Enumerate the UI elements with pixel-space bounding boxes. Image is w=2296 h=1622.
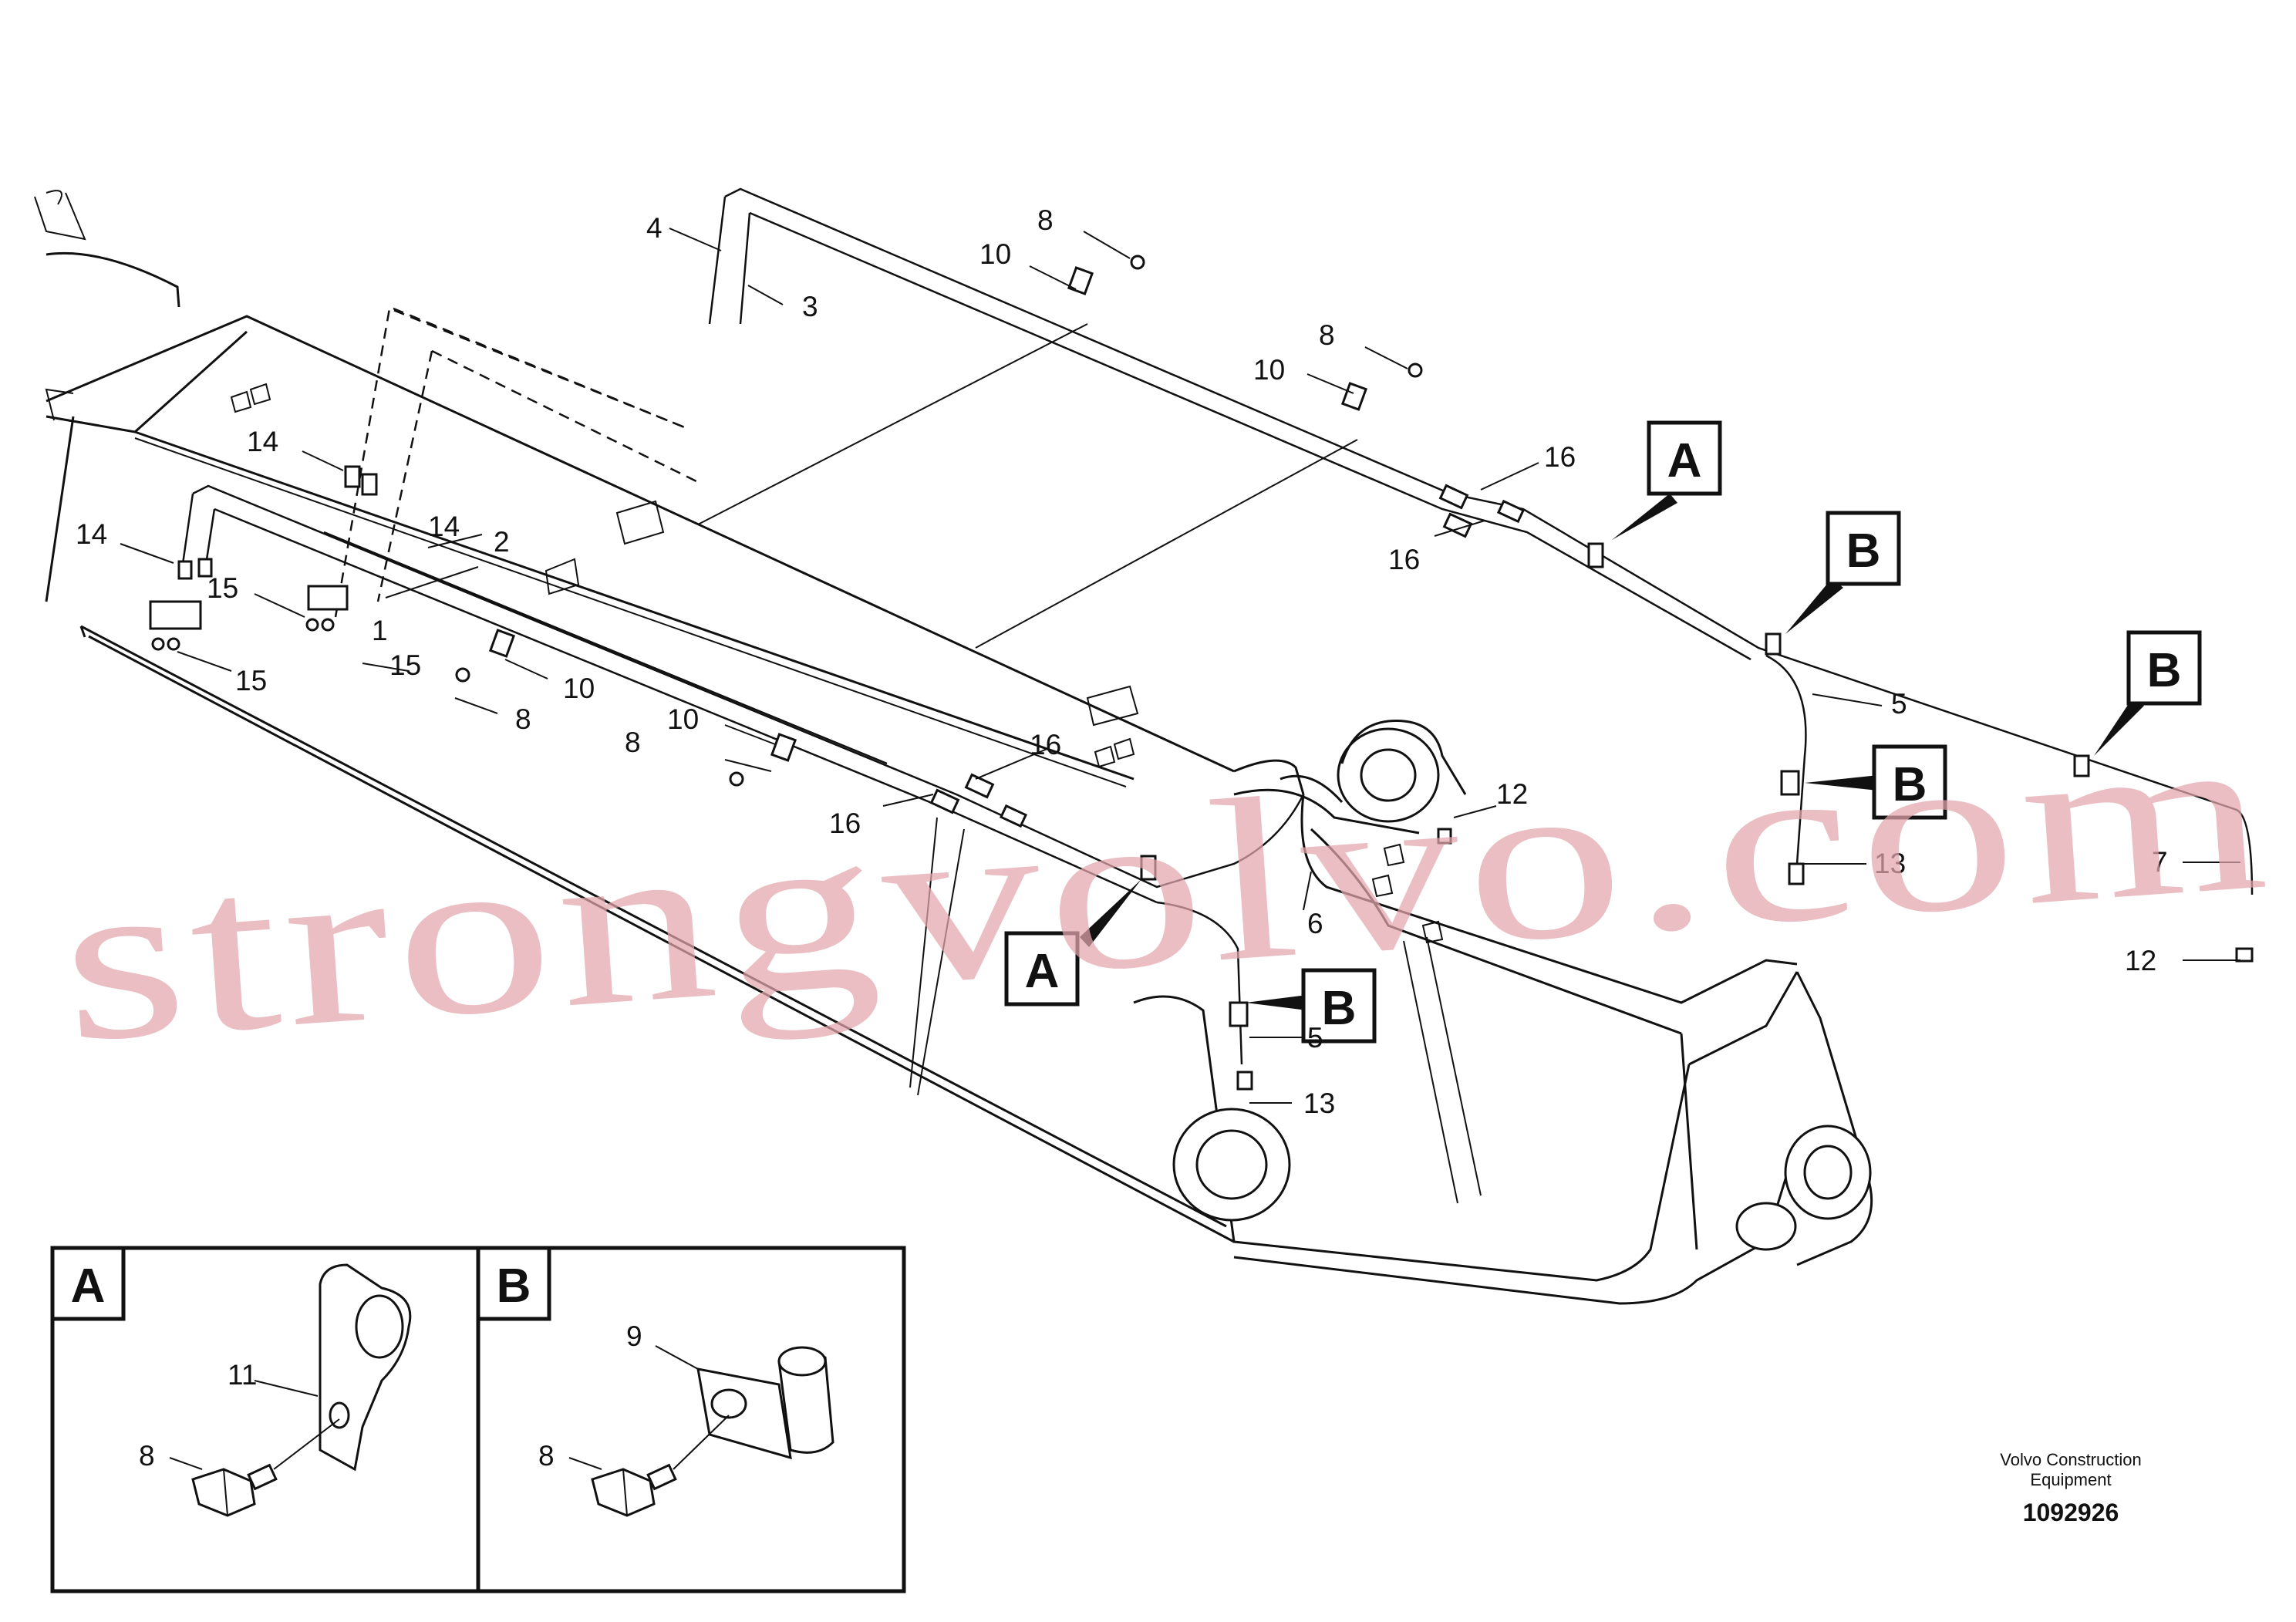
detail-panel-b: B 9 8 <box>476 1246 906 1593</box>
label-part-8: 8 <box>1319 319 1335 351</box>
callout-a-top-label: A <box>1667 434 1702 487</box>
label-part-15: 15 <box>235 665 267 696</box>
label-part-10: 10 <box>1253 354 1285 386</box>
boom-break-mark <box>34 192 86 241</box>
detail-b-title: B <box>497 1259 531 1313</box>
callout-flags: A B B B A B <box>1004 420 2202 1044</box>
detail-panel-a: A 11 8 <box>50 1246 480 1593</box>
label-part-13: 13 <box>1874 848 1906 879</box>
callout-b-3 <box>1872 744 1947 820</box>
hose-5-lower <box>1156 901 1243 1065</box>
hose-6 <box>192 484 1305 889</box>
boom-top-edge <box>46 315 1235 773</box>
footer-brand-line2: Equipment <box>2030 1470 2111 1489</box>
label-part-8: 8 <box>515 703 531 735</box>
callout-b-1-label: B <box>1846 524 1881 578</box>
label-part-14: 14 <box>428 511 460 542</box>
label-part-2: 2 <box>494 526 510 558</box>
label-part-10: 10 <box>667 703 699 735</box>
detail-a-title: A <box>71 1259 106 1313</box>
callout-b-2 <box>2126 630 2202 706</box>
label-part-5: 5 <box>1307 1022 1323 1054</box>
footer-brand-line1: Volvo Construction <box>2000 1450 2141 1469</box>
label-part-16: 16 <box>829 808 861 839</box>
callout-a-top <box>1647 420 1722 496</box>
callout-b-2-label: B <box>2147 644 2182 697</box>
label-part-6: 6 <box>1307 908 1323 939</box>
label-part-8: 8 <box>1037 204 1054 236</box>
watermark-text: strongvolvo.com <box>54 680 2280 1091</box>
leader-lines <box>120 228 2240 1104</box>
footer-drawing-number: 1092926 <box>2023 1499 2119 1526</box>
label-part-15: 15 <box>207 572 238 604</box>
clip-block <box>149 600 202 630</box>
boom-outline <box>34 190 1873 1305</box>
label-part-13: 13 <box>1303 1088 1335 1119</box>
detail-a-label-8: 8 <box>139 1440 155 1472</box>
part-labels: 4 3 8 10 8 10 16 16 5 7 12 13 14 14 14 2… <box>76 204 2168 1119</box>
callout-a-mid <box>1004 931 1080 1007</box>
callout-b-mid-label: B <box>1322 982 1357 1035</box>
label-part-15: 15 <box>389 649 421 681</box>
label-part-3: 3 <box>802 291 818 322</box>
hose-5-upper <box>1765 654 1807 865</box>
label-part-8: 8 <box>625 727 641 758</box>
label-part-16: 16 <box>1388 544 1420 575</box>
label-part-14: 14 <box>247 426 278 457</box>
clamp-a-top <box>1587 542 1604 568</box>
drawing-footer: Volvo Construction Equipment 1092926 <box>2000 1450 2141 1526</box>
callout-b-1 <box>1826 511 1901 586</box>
label-part-1: 1 <box>372 615 388 646</box>
label-part-7: 7 <box>2152 846 2168 878</box>
boom-bottom-edge <box>80 625 1227 1228</box>
label-part-14: 14 <box>76 518 107 550</box>
boom-cradle <box>1133 995 1691 1282</box>
detail-b-label-8: 8 <box>538 1440 555 1472</box>
label-part-5: 5 <box>1891 688 1907 720</box>
detail-b-label-9: 9 <box>626 1320 642 1352</box>
detail-a-label-11: 11 <box>228 1359 257 1391</box>
callout-a-mid-label: A <box>1025 945 1060 998</box>
label-part-12: 12 <box>1496 778 1528 810</box>
label-part-10: 10 <box>563 673 595 704</box>
label-part-10: 10 <box>979 238 1011 270</box>
label-part-12: 12 <box>2125 945 2156 976</box>
label-part-16: 16 <box>1030 729 1061 760</box>
mount-block-1 <box>615 500 665 545</box>
label-part-16: 16 <box>1544 441 1576 473</box>
callout-b-3-label: B <box>1893 758 1927 811</box>
pipe-run <box>149 187 2254 1091</box>
label-part-4: 4 <box>646 212 663 244</box>
callout-b-mid <box>1301 968 1377 1044</box>
